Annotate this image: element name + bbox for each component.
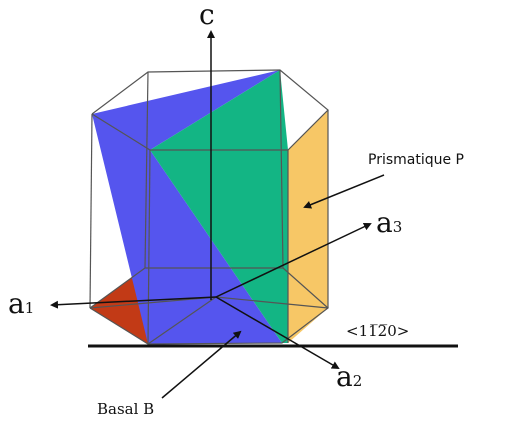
a1-axis-label: a1	[8, 287, 34, 320]
a2-axis-arrow	[215, 296, 340, 370]
a2-letter: a	[336, 360, 353, 393]
basal-label: Basal B	[97, 400, 154, 418]
hexagonal-prism-edges	[89, 69, 329, 345]
a2-axis-label: a2	[336, 360, 362, 393]
prismatic-plane	[288, 110, 328, 343]
a3-axis-label: a3	[376, 206, 402, 239]
a1-letter: a	[8, 287, 25, 320]
a1-subscript: 1	[25, 299, 35, 317]
a1-axis-arrow	[50, 296, 217, 309]
prismatic-pointer-arrow	[303, 174, 385, 209]
a3-letter: a	[376, 206, 393, 239]
prismatic-label: Prismatique P	[368, 152, 464, 168]
a2-subscript: 2	[353, 372, 363, 390]
pyramidal-plane-blue	[92, 70, 282, 344]
pyramidal-plane-green	[150, 70, 288, 343]
a3-axis-arrow	[215, 222, 372, 298]
direction-label: <11̅2̅0>	[346, 322, 409, 340]
a3-subscript: 3	[393, 218, 403, 236]
basal-pointer-arrow	[161, 330, 242, 399]
c-axis-label: c	[199, 0, 215, 31]
